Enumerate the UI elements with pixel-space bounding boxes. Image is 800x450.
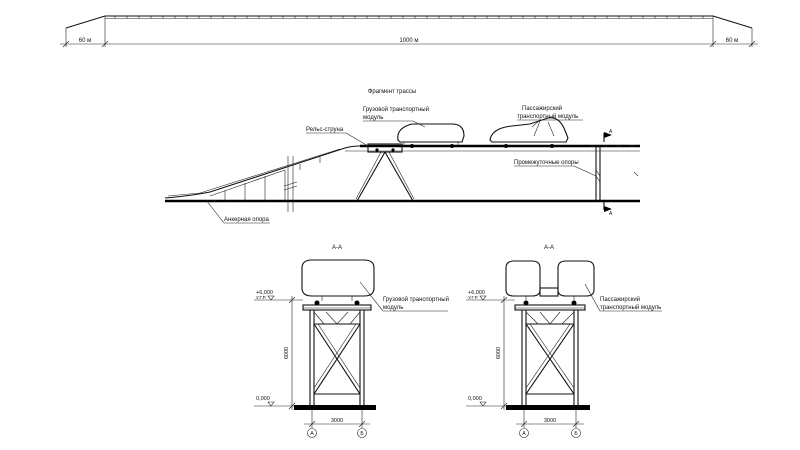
span-overview: 60 м 1000 м 60 м xyxy=(60,15,758,48)
right-height-dim: 6000 xyxy=(496,347,502,359)
label-passenger-line1: Пассажирский xyxy=(522,105,562,112)
left-section-label-line1: Грузовой транспортный xyxy=(383,296,449,303)
dim-left-60: 60 м xyxy=(79,38,91,44)
anchor-ramp xyxy=(164,145,361,212)
right-axis-b: Б xyxy=(574,431,578,437)
right-level-top-note: У.Г.Р. xyxy=(468,295,478,300)
fragment-title: Фрагмент трассы xyxy=(368,89,416,95)
right-level-bottom: 0,000 xyxy=(468,396,482,402)
intermediate-support xyxy=(595,146,639,201)
cargo-module-section xyxy=(301,259,375,297)
elevation-labels: Грузовой транспортный модуль Пассажирски… xyxy=(205,105,597,224)
left-level-top: +6,000 xyxy=(256,290,273,296)
left-level-bottom: 0,000 xyxy=(256,396,270,402)
left-height-dim: 6000 xyxy=(284,347,290,359)
cargo-module-side xyxy=(397,123,465,148)
passenger-module-side xyxy=(489,117,569,148)
section-mark-top: А xyxy=(609,129,613,135)
tower-right xyxy=(521,310,579,406)
passenger-module-section-b xyxy=(557,260,595,297)
a-frame-support xyxy=(355,143,415,202)
section-right-title: А-А xyxy=(544,245,554,251)
span-ticks xyxy=(114,16,704,19)
dim-right-60: 60 м xyxy=(726,38,738,44)
section-left-title: А-А xyxy=(332,245,342,251)
section-mark-bottom: А xyxy=(609,211,613,217)
label-cargo-line2: модуль xyxy=(363,115,383,121)
label-passenger-line2: транспортный модуль xyxy=(517,113,578,120)
left-axis-b: Б xyxy=(360,431,364,437)
label-rail: Рельс-струна xyxy=(306,127,344,133)
right-axis-a: А xyxy=(522,431,526,437)
left-section-label-line2: модуль xyxy=(383,305,403,311)
section-marker: А А xyxy=(603,129,613,217)
section-right: А-А xyxy=(466,245,662,438)
left-level-top-note: У.Г.Р. xyxy=(256,295,266,300)
label-cargo-line1: Грузовой транспортный xyxy=(363,106,429,113)
left-width-dim: 3000 xyxy=(331,418,343,424)
section-left: А-А xyxy=(254,245,449,438)
label-anchor: Анкерная опора xyxy=(224,217,270,223)
route-fragment: Фрагмент трассы xyxy=(164,89,640,224)
right-width-dim: 3000 xyxy=(544,418,556,424)
passenger-module-section-a xyxy=(505,260,541,297)
right-level-top: +6,000 xyxy=(468,290,485,296)
tower-left xyxy=(309,310,365,406)
dim-center-1000: 1000 м xyxy=(399,38,418,44)
right-section-label-line2: транспортный модуль xyxy=(600,304,661,311)
left-axis-a: А xyxy=(310,431,314,437)
label-intermediate: Промежуточные опоры xyxy=(514,160,579,166)
right-section-label-line1: Пассажирский xyxy=(600,296,640,303)
